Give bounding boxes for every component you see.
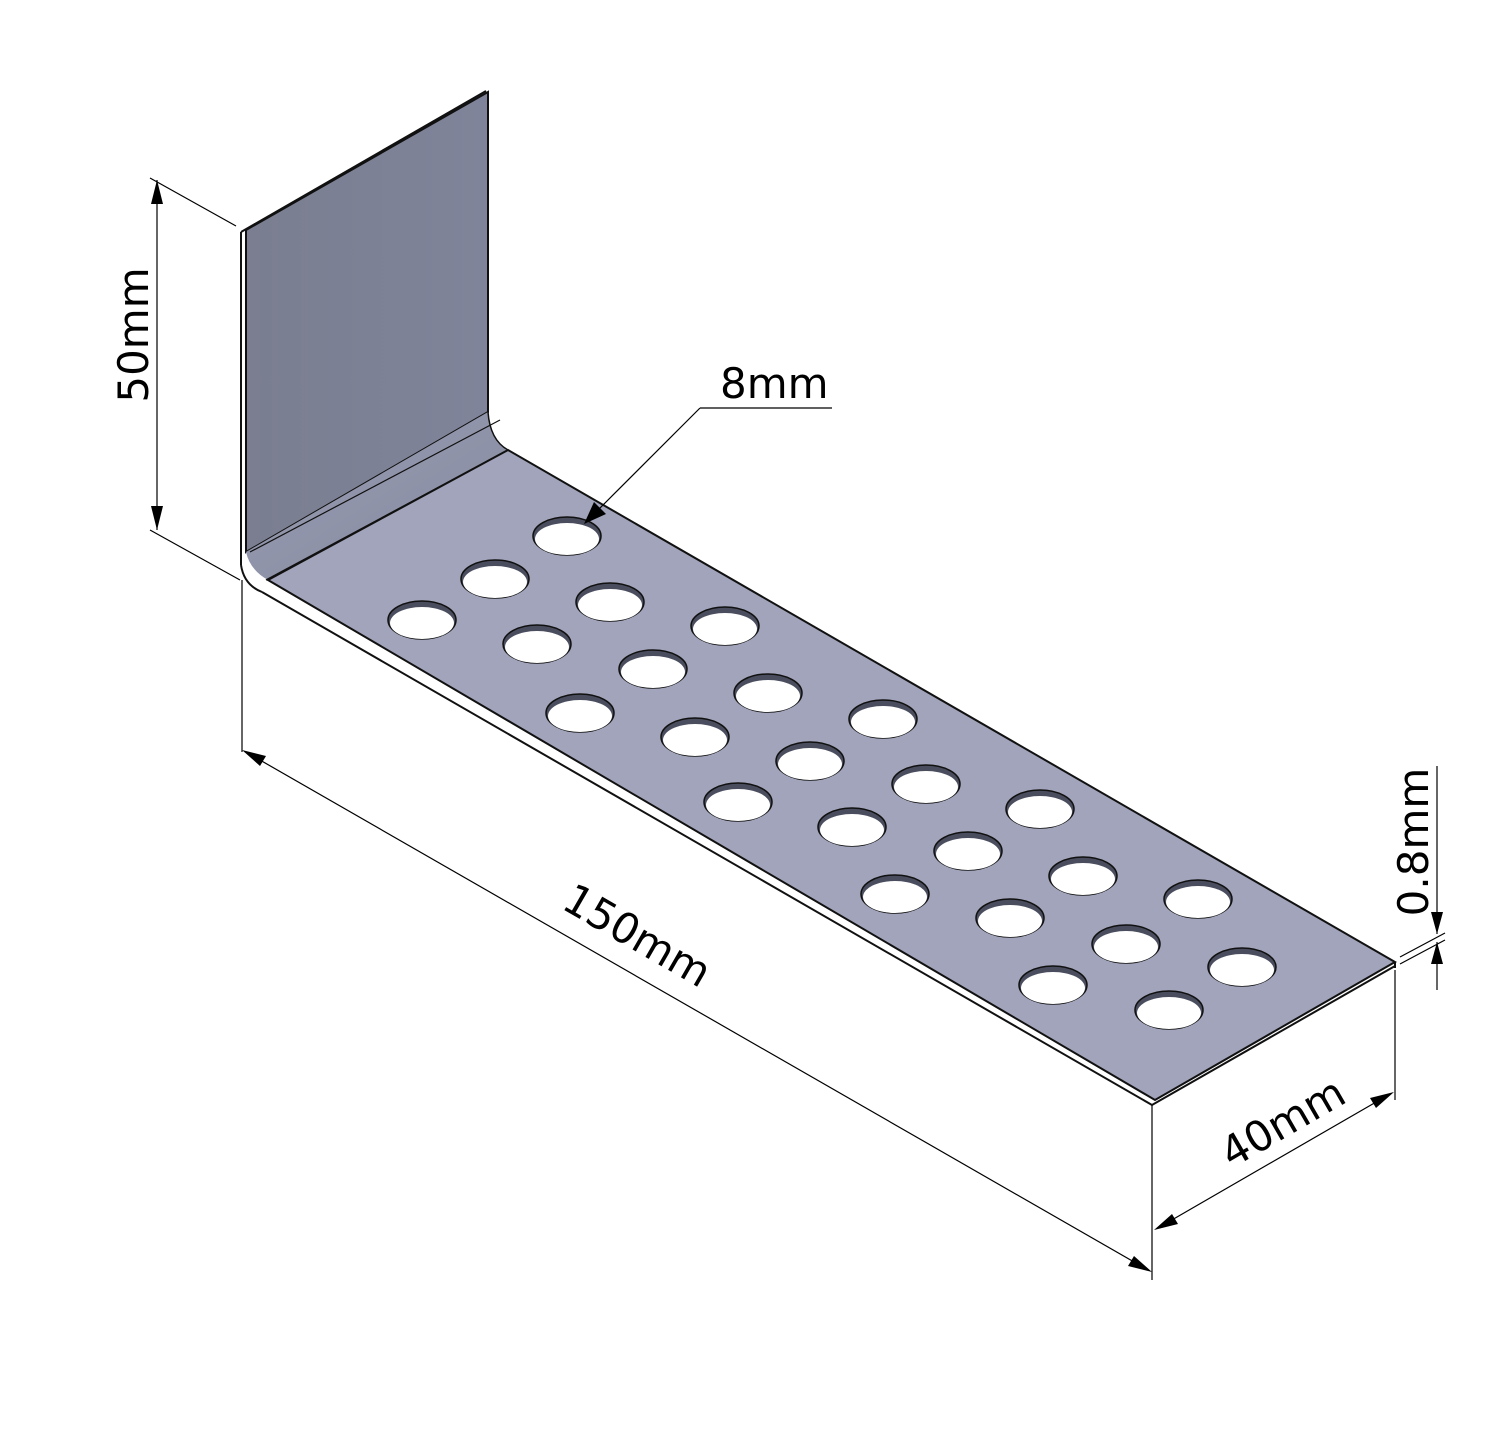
hole [933,831,1003,871]
hole [532,516,602,556]
length-label: 150mm [555,874,720,997]
dimension-height: 50mm [109,177,241,581]
hole [1207,947,1277,987]
thickness-label: 0.8mm [1389,768,1438,917]
hole-pattern [387,516,1277,1030]
hole [860,874,930,914]
dimension-thickness: 0.8mm [1389,766,1446,990]
height-label: 50mm [109,267,158,402]
hole [848,699,918,739]
hole [575,582,645,622]
hole [703,782,773,822]
hole [1048,856,1118,896]
hole [1018,965,1088,1005]
hole [660,717,730,757]
hole [891,764,961,804]
hole [775,741,845,781]
hole [975,898,1045,938]
hole [1163,879,1233,919]
hole [387,600,457,640]
width-label: 40mm [1212,1067,1354,1177]
hole-diameter-label: 8mm [720,359,829,408]
hole [1134,990,1204,1030]
hole [618,649,688,689]
dimension-hole-diameter: 8mm [584,359,832,524]
hole [545,693,615,733]
hole [460,559,530,599]
hole [502,624,572,664]
hole [733,673,803,713]
hole [817,807,887,847]
hole [690,606,760,646]
hole [1091,924,1161,964]
hole [1005,789,1075,829]
